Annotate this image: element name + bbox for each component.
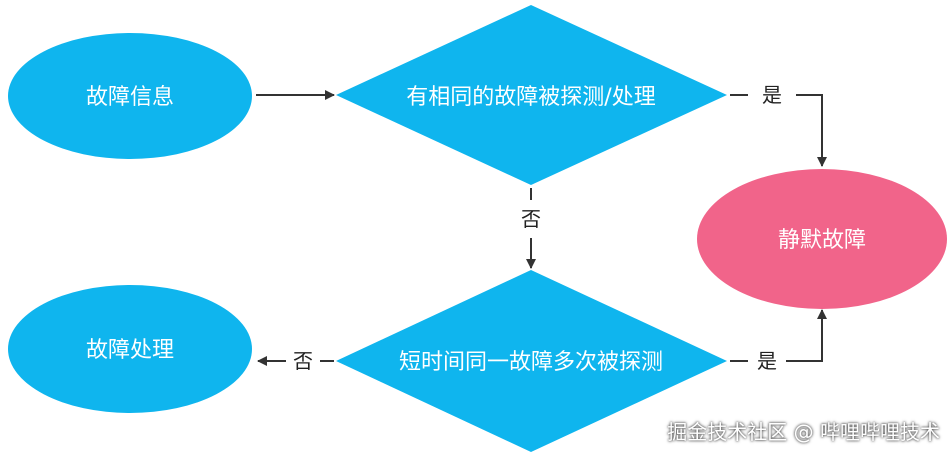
node-fault-handle-label: 故障处理: [86, 338, 174, 363]
edge-label-no-bottom: 否: [293, 349, 313, 373]
edge-repeated-yes-to-silence-2: [786, 309, 827, 362]
node-same-fault-check-label: 有相同的故障被探测/处理: [406, 85, 655, 110]
edge-label-yes-bottom: 是: [757, 349, 777, 373]
node-repeated-check: 短时间同一故障多次被探测: [336, 270, 727, 452]
edge-label-no-middle: 否: [521, 207, 541, 231]
node-repeated-check-label: 短时间同一故障多次被探测: [399, 350, 663, 375]
edges: [256, 90, 827, 366]
node-fault-handle: 故障处理: [8, 285, 252, 413]
edge-check-yes-to-silence-2: [796, 94, 827, 167]
node-same-fault-check: 有相同的故障被探测/处理: [336, 5, 727, 185]
edge-label-yes-top: 是: [762, 83, 782, 107]
watermark: 掘金技术社区 @ 哔哩哔哩技术: [667, 420, 940, 444]
node-silence-fault: 静默故障: [697, 169, 947, 309]
node-fault-info: 故障信息: [8, 33, 252, 159]
node-fault-info-label: 故障信息: [86, 85, 174, 110]
node-silence-fault-label: 静默故障: [778, 228, 866, 253]
